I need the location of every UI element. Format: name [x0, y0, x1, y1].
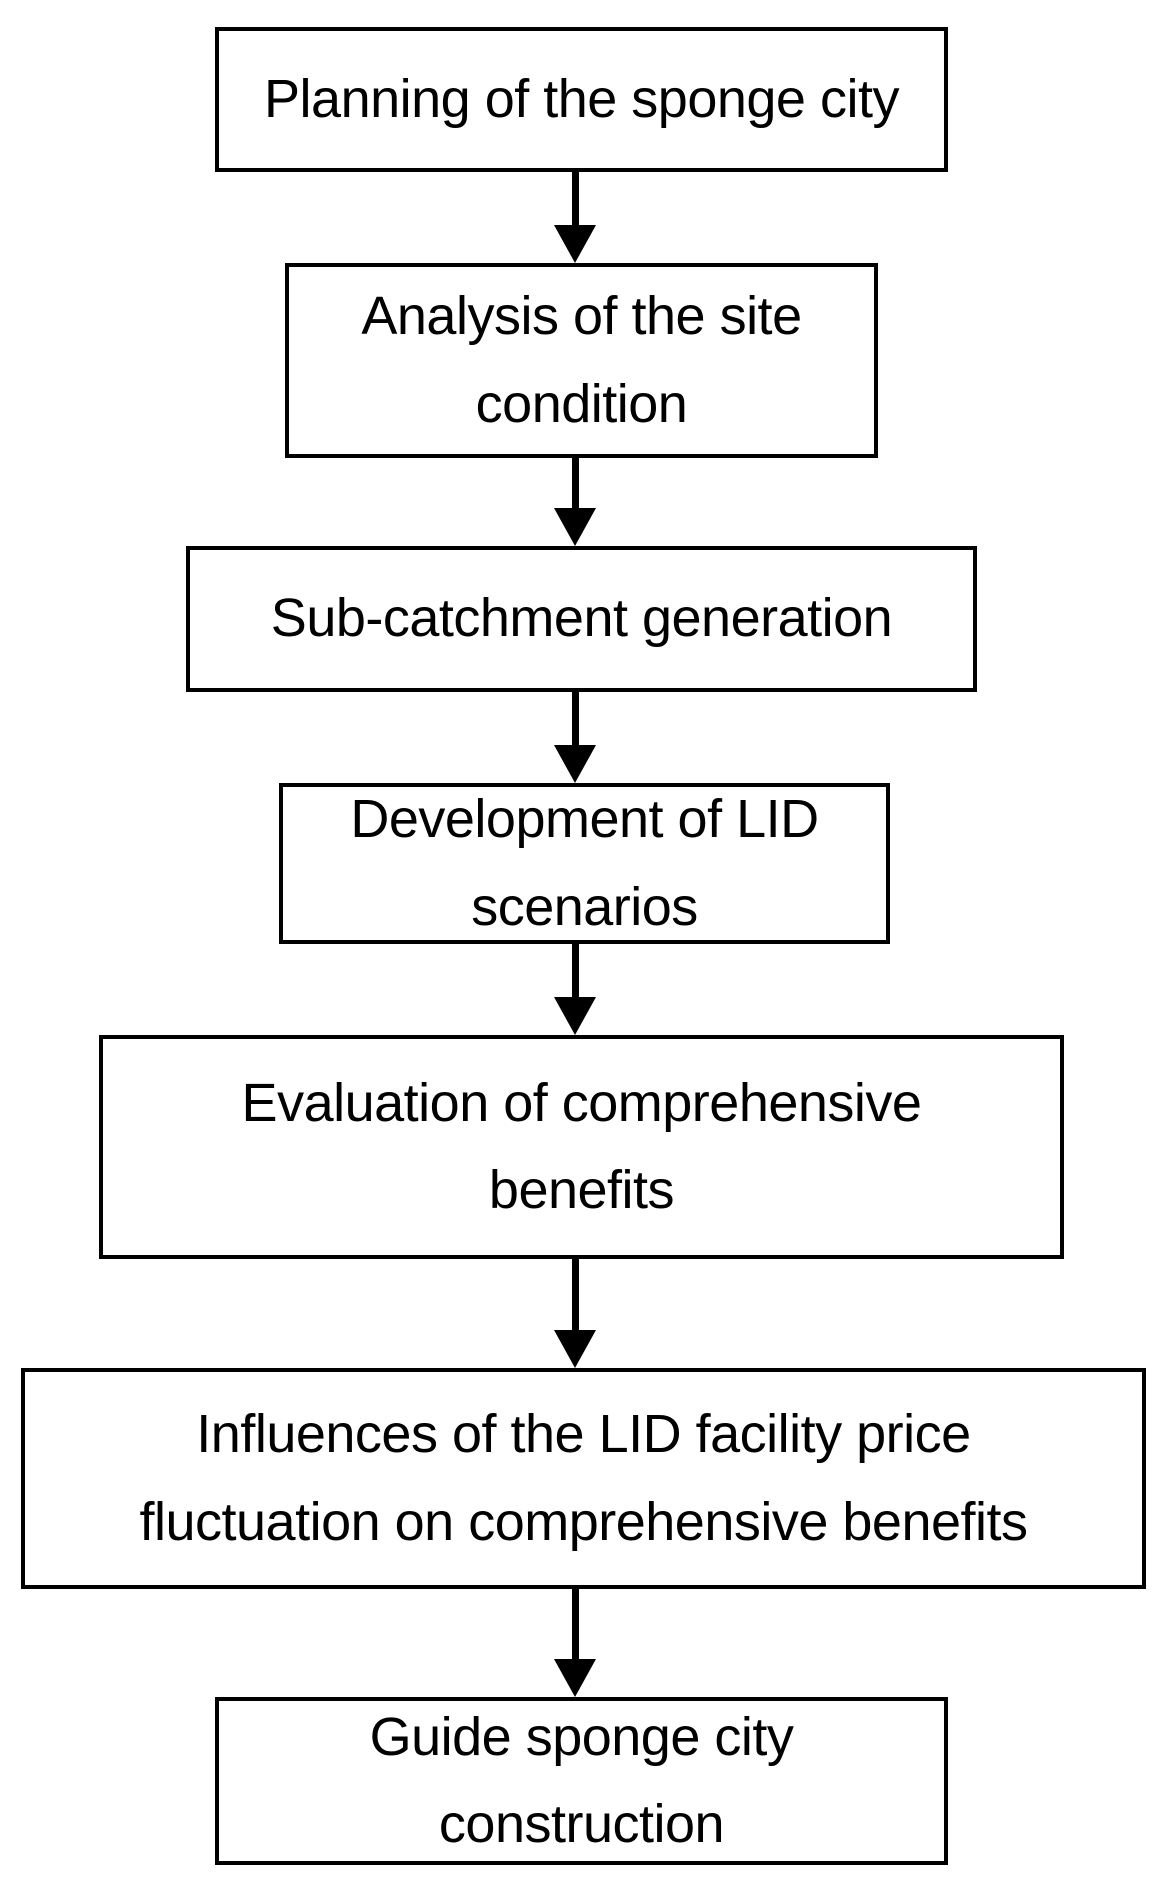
flow-arrow-3-4 [554, 692, 596, 783]
arrow-down-icon [554, 745, 596, 783]
arrow-stem [571, 458, 579, 508]
flow-step-benefit-evaluation: Evaluation of comprehensive benefits [99, 1035, 1064, 1259]
arrow-stem [571, 944, 579, 997]
flow-step-label: Analysis of the site condition [361, 286, 802, 434]
arrow-stem [571, 692, 579, 745]
arrow-stem [571, 1589, 579, 1659]
flow-arrow-5-6 [554, 1259, 596, 1368]
arrow-stem [571, 172, 579, 225]
flow-step-label: Influences of the LID facility price flu… [139, 1404, 1028, 1552]
flow-step-label: Guide sponge city construction [369, 1706, 794, 1854]
flow-step-planning-sponge-city: Planning of the sponge city [215, 27, 948, 172]
flow-arrow-6-7 [554, 1589, 596, 1697]
flow-step-guide-construction: Guide sponge city construction [215, 1697, 948, 1865]
arrow-down-icon [554, 1659, 596, 1697]
flow-step-lid-scenarios: Development of LID scenarios [279, 783, 890, 944]
arrow-down-icon [554, 508, 596, 546]
flow-step-label: Sub-catchment generation [270, 588, 893, 649]
flow-step-label: Planning of the sponge city [264, 68, 899, 129]
flow-step-site-condition-analysis: Analysis of the site condition [285, 263, 878, 458]
flow-arrow-4-5 [554, 944, 596, 1035]
flow-step-label: Development of LID scenarios [350, 789, 819, 937]
arrow-down-icon [554, 1330, 596, 1368]
arrow-down-icon [554, 225, 596, 263]
arrow-stem [571, 1259, 579, 1330]
arrow-down-icon [554, 997, 596, 1035]
flow-step-sub-catchment-generation: Sub-catchment generation [186, 546, 977, 692]
flow-step-price-fluctuation-influence: Influences of the LID facility price flu… [21, 1368, 1146, 1589]
flow-step-label: Evaluation of comprehensive benefits [241, 1072, 922, 1220]
flow-arrow-2-3 [554, 458, 596, 546]
flow-arrow-1-2 [554, 172, 596, 263]
